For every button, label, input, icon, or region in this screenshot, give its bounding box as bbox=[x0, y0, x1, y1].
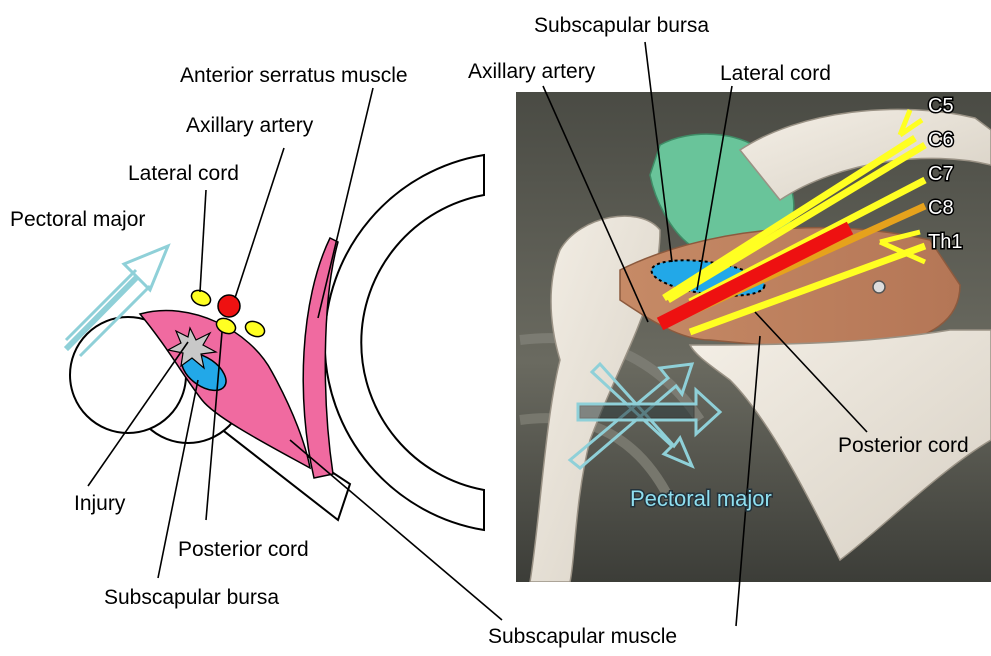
label-axillary-artery-right: Axillary artery bbox=[468, 60, 596, 83]
pectoral-major-arrows-fill bbox=[580, 406, 694, 418]
leader-lateral-cord bbox=[200, 190, 206, 292]
label-subscapular-bursa-right: Subscapular bursa bbox=[534, 14, 709, 37]
axillary-artery bbox=[218, 295, 240, 317]
label-axillary-artery-left: Axillary artery bbox=[186, 114, 314, 137]
label-posterior-cord-right: Posterior cord bbox=[838, 434, 969, 457]
label-lateral-cord-right: Lateral cord bbox=[720, 62, 831, 85]
nerve-label-c7: C7 bbox=[928, 163, 954, 185]
label-lateral-cord-left: Lateral cord bbox=[128, 162, 239, 185]
nerve-label-c8: C8 bbox=[928, 197, 954, 219]
nerve-label-c6: C6 bbox=[928, 129, 954, 151]
medial-cord bbox=[243, 318, 267, 339]
label-posterior-cord-left: Posterior cord bbox=[178, 538, 309, 561]
nerve-label-th1: Th1 bbox=[928, 231, 962, 253]
nerve-label-c5: C5 bbox=[928, 95, 954, 117]
left-schematic: Anterior serratus muscle Axillary artery… bbox=[10, 64, 502, 620]
label-pectoral-major-right: Pectoral major bbox=[630, 486, 772, 511]
label-injury: Injury bbox=[74, 492, 126, 515]
label-pectoral-major-left: Pectoral major bbox=[10, 208, 145, 231]
lateral-cord bbox=[189, 287, 213, 308]
label-subscapular-muscle: Subscapular muscle bbox=[488, 625, 677, 648]
label-anterior-serratus: Anterior serratus muscle bbox=[180, 64, 408, 87]
label-subscapular-bursa-left: Subscapular bursa bbox=[104, 586, 279, 609]
leader-axillary-artery bbox=[235, 148, 284, 298]
screw-icon bbox=[873, 281, 885, 293]
chest-wall-arc bbox=[325, 155, 484, 530]
